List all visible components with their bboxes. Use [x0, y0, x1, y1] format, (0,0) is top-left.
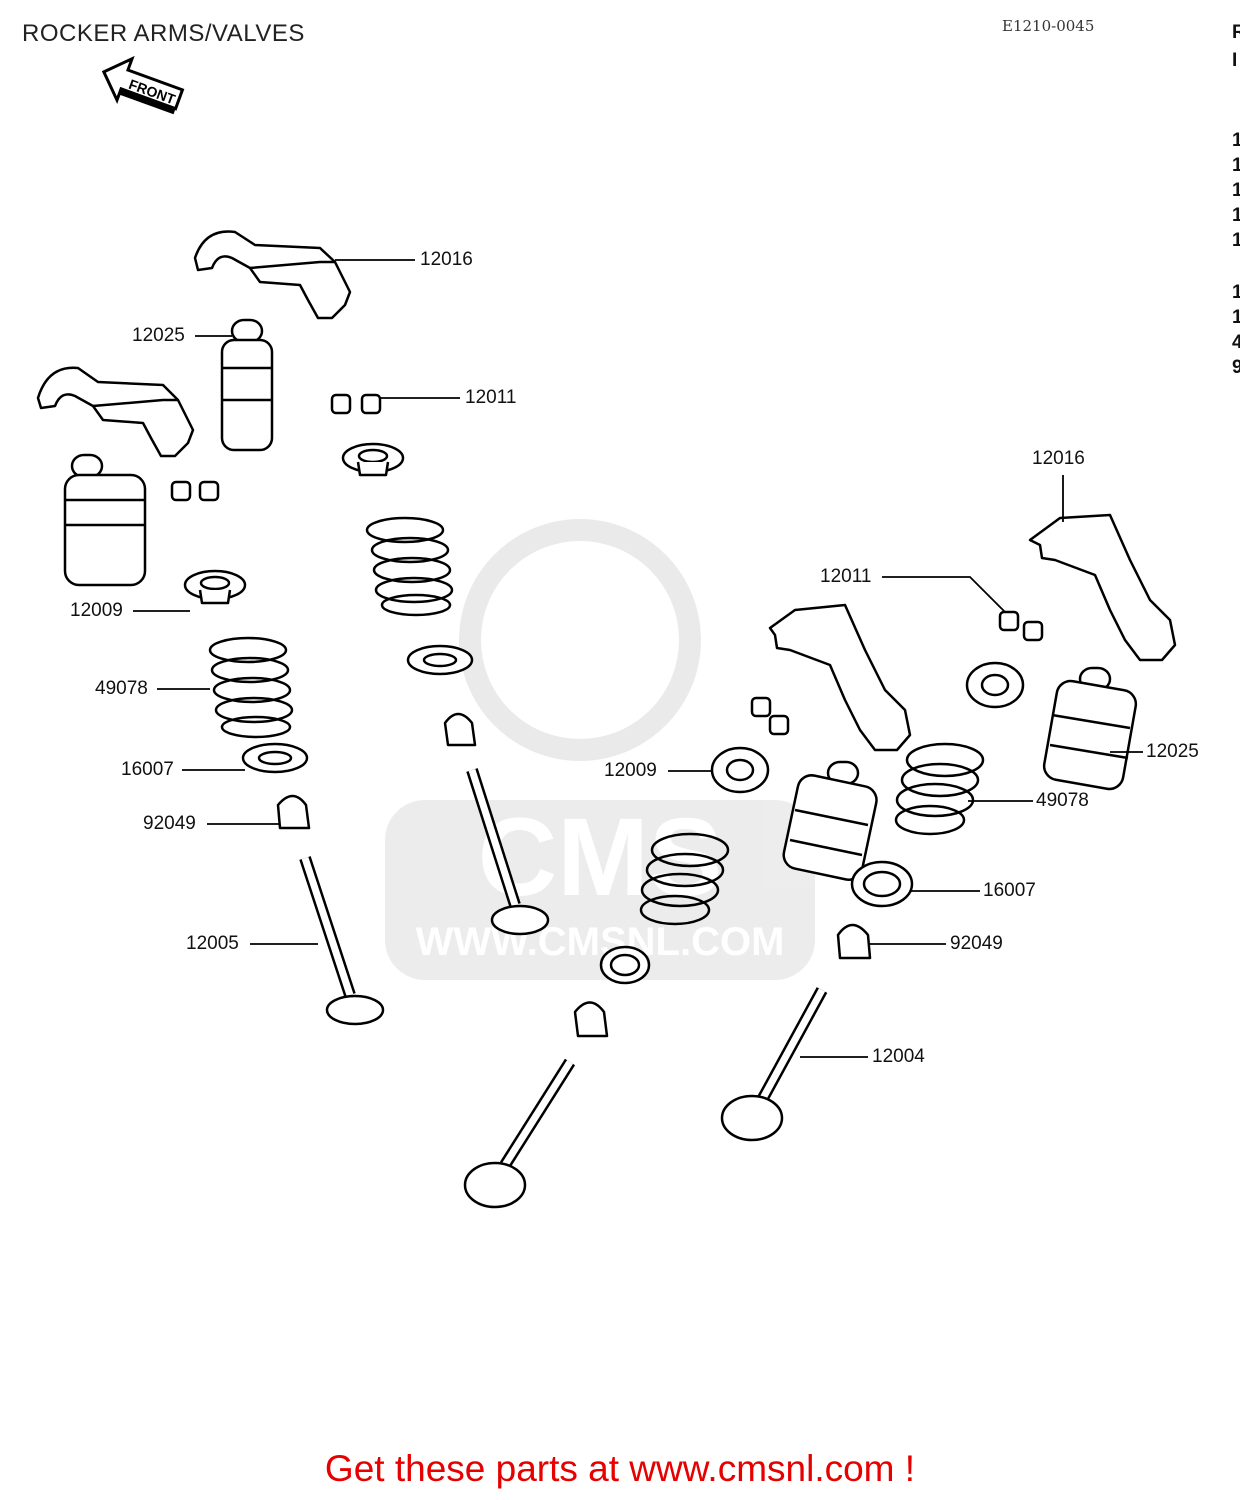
- footer-cta-link[interactable]: Get these parts at www.cmsnl.com !: [324, 1448, 916, 1489]
- spring-seat-lower-left: [241, 742, 309, 774]
- diagram-title: ROCKER ARMS/VALVES: [22, 20, 305, 47]
- callout-valve-right: 12004: [872, 1046, 925, 1067]
- callout-tappet-right: 12025: [1146, 741, 1199, 762]
- valve-upper-left: [466, 768, 550, 936]
- callout-retainer-right: 12009: [604, 760, 657, 781]
- rocker-arm-upper-left: [193, 230, 352, 320]
- callout-rocker-arm-upper-left: 12016: [420, 249, 473, 270]
- leader-lines: [133, 259, 1143, 1058]
- callout-seal-right: 92049: [950, 933, 1003, 954]
- front-arrow-icon: FRONT: [101, 55, 185, 115]
- retainer-lower-right: [710, 746, 770, 794]
- stem-seal-upper-right: [836, 923, 872, 960]
- callout-tappet-upper-left: 12025: [132, 325, 185, 346]
- tappet-upper-left: [220, 318, 274, 452]
- callout-seal-lower-left: 92049: [143, 813, 196, 834]
- callout-spring-lower-left: 49078: [95, 678, 148, 699]
- callout-spring-right: 49078: [1036, 790, 1089, 811]
- valve-spring-lower-left: [208, 636, 294, 739]
- spring-seat-lower-right: [599, 945, 651, 985]
- callout-rocker-arm-right: 12016: [1032, 448, 1085, 469]
- keepers-lower-left: [170, 480, 220, 502]
- rocker-arm-lower-left: [36, 366, 195, 458]
- watermark-url: WWW.CMSNL.COM: [416, 920, 785, 964]
- tappet-lower-left: [63, 453, 147, 587]
- callout-seat-lower-left: 16007: [121, 759, 174, 780]
- stem-seal-upper-left: [443, 712, 477, 747]
- spring-seat-upper-right: [850, 860, 914, 908]
- rocker-arm-lower-right: [768, 603, 912, 752]
- valve-lower-left: [299, 856, 385, 1026]
- retainer-upper-left: [341, 442, 405, 477]
- callout-valve-left: 12005: [186, 933, 239, 954]
- retainer-lower-left: [183, 569, 247, 605]
- keepers-lower-right: [750, 696, 790, 736]
- valve-spring-upper-left: [365, 516, 454, 617]
- clipped-parts-list: R I 1 1 1 1 1 1 1 4 9: [1232, 22, 1240, 378]
- keepers-upper-right: [998, 610, 1044, 642]
- stem-seal-lower-right: [573, 1001, 609, 1038]
- keepers-upper-left: [330, 393, 382, 415]
- tappet-lower-right: [782, 760, 878, 881]
- spring-seat-upper-left: [406, 644, 474, 676]
- tappet-upper-right: [1042, 666, 1138, 791]
- callout-keepers-right: 12011: [820, 566, 872, 587]
- callout-keepers-upper-left: 12011: [465, 387, 517, 408]
- rocker-arm-upper-right: [1028, 513, 1177, 662]
- retainer-upper-right: [965, 661, 1025, 709]
- callout-seat-right: 16007: [983, 880, 1036, 901]
- valve-lower-right: [463, 1058, 576, 1209]
- drawing-code: E1210-0045: [1002, 17, 1095, 35]
- valve-upper-right: [720, 987, 828, 1142]
- callout-retainer-lower-left: 12009: [70, 600, 123, 621]
- stem-seal-lower-left: [276, 794, 311, 830]
- valve-spring-upper-right: [894, 742, 985, 836]
- valve-spring-lower-right: [639, 832, 730, 926]
